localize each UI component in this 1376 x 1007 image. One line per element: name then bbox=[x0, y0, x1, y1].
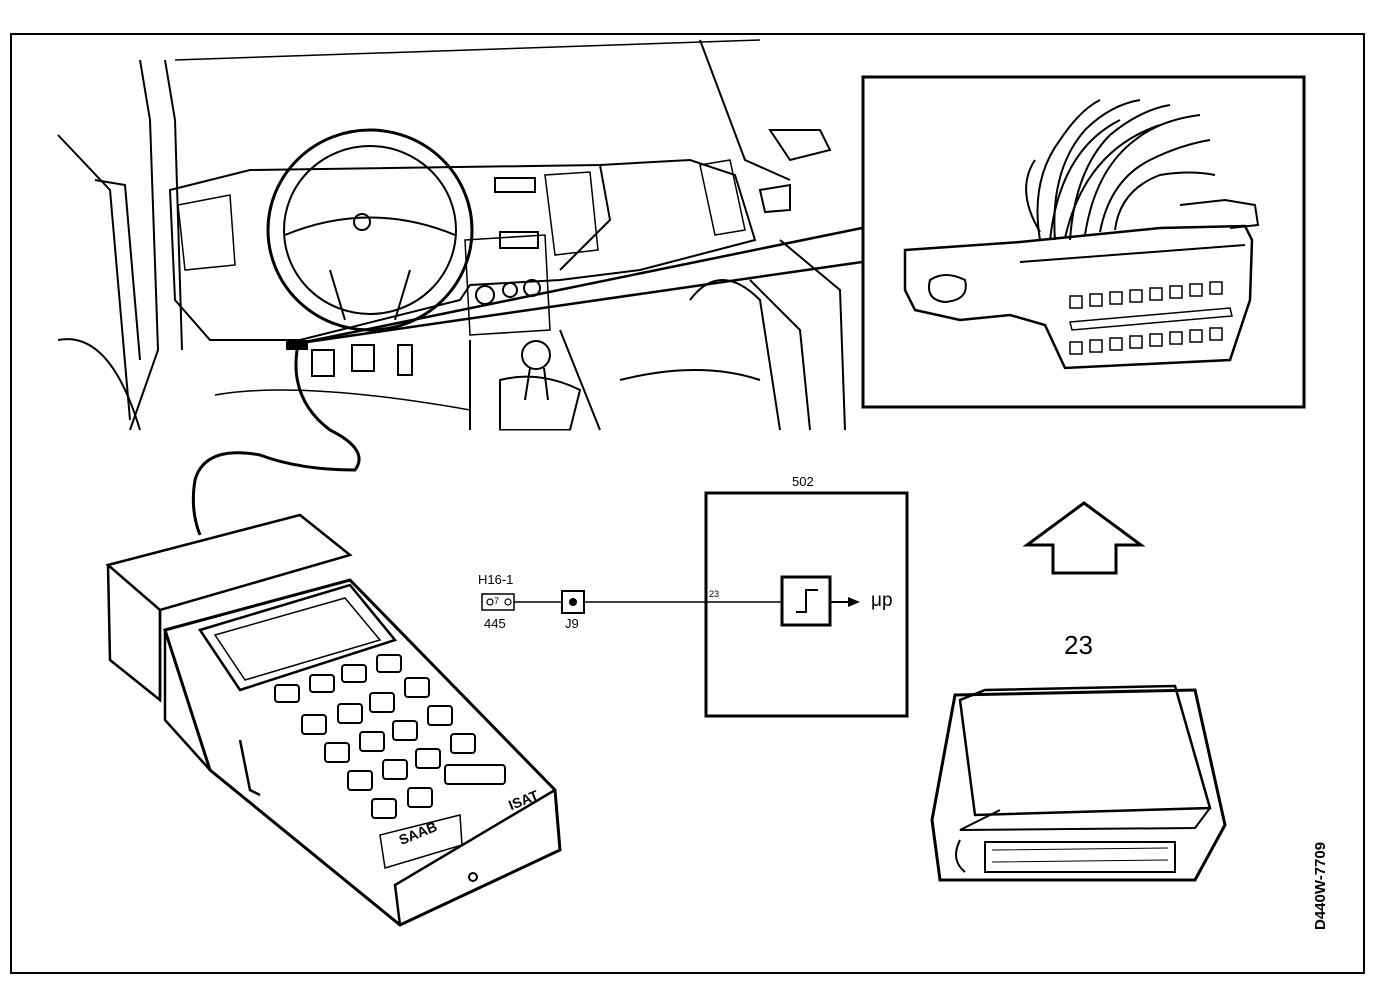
tester-cable bbox=[191, 349, 361, 536]
up-arrow-icon bbox=[1022, 501, 1146, 575]
module-label: 502 bbox=[792, 474, 814, 489]
signal-arrow-icon bbox=[848, 597, 860, 607]
module-input-pin-label: 23 bbox=[709, 589, 720, 599]
figure-code-label: D440W-7709 bbox=[1312, 841, 1329, 930]
junction-label: J9 bbox=[565, 616, 579, 631]
connector-pin-label: 7 bbox=[494, 596, 500, 606]
module-box bbox=[704, 491, 909, 718]
connector-name-label: H16-1 bbox=[478, 572, 514, 587]
diagnostic-tester-illustration bbox=[105, 513, 562, 927]
wiring-schematic bbox=[481, 491, 909, 718]
wire-number-label: 445 bbox=[484, 616, 506, 631]
connector-zoom-box bbox=[861, 75, 1306, 409]
ecu-label: 23 bbox=[1064, 630, 1093, 660]
obd-plug bbox=[286, 340, 308, 350]
ecu-illustration bbox=[930, 684, 1227, 882]
zoom-leader-lines bbox=[299, 226, 863, 345]
dashboard-illustration bbox=[55, 39, 846, 434]
connector-illustration bbox=[903, 99, 1260, 370]
module-output-label: μp bbox=[871, 590, 893, 611]
outer-frame bbox=[10, 33, 1365, 974]
